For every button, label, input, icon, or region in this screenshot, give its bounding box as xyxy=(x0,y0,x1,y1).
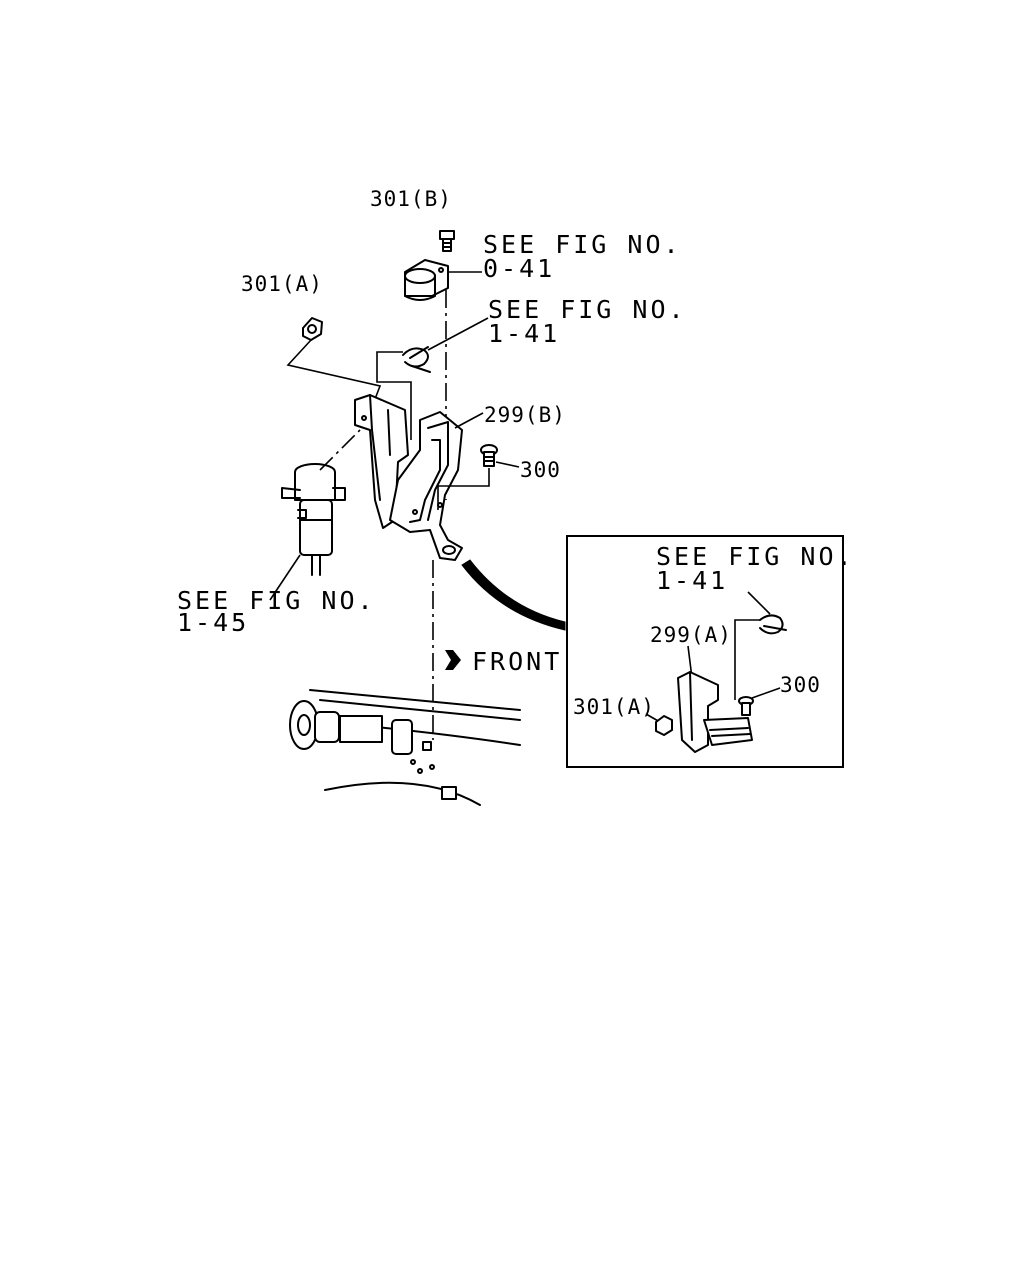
inset-leader-141 xyxy=(747,591,771,615)
front-label: FRONT xyxy=(472,647,562,676)
nut-301a xyxy=(302,317,323,341)
canister xyxy=(404,259,449,301)
ref-141-line1: SEE FIG NO. xyxy=(488,295,687,324)
leader-141 xyxy=(427,317,489,351)
label-301b: 301(B) xyxy=(370,187,452,211)
leader-299b xyxy=(454,412,484,429)
clip-lead xyxy=(376,351,412,440)
label-299b: 299(B) xyxy=(484,403,566,427)
ref-041-line2: 0-41 xyxy=(483,254,555,283)
label-301a: 301(A) xyxy=(241,272,323,296)
vehicle-frame xyxy=(289,689,521,806)
label-300: 300 xyxy=(520,458,561,482)
inset-ref-141-line2: 1-41 xyxy=(656,566,728,595)
bolt-301b xyxy=(439,230,455,252)
inset-leader-300 xyxy=(751,687,781,699)
inset-clip-lead xyxy=(734,619,760,700)
inset-label-299a: 299(A) xyxy=(650,623,732,647)
bracket-299b xyxy=(389,411,463,561)
detail-inset-frame xyxy=(566,535,844,768)
inset-bracket-299a xyxy=(677,671,753,753)
front-arrow-icon xyxy=(445,650,461,670)
bolt-lead xyxy=(437,468,490,510)
filter-centerline xyxy=(319,429,361,471)
inset-ref-141-line1: SEE FIG NO. xyxy=(656,542,855,571)
hose-clip xyxy=(402,346,431,373)
ref-041-line1: SEE FIG NO. xyxy=(483,230,682,259)
inset-label-300: 300 xyxy=(780,673,821,697)
inset-nut-301a xyxy=(655,715,673,736)
bolt-300 xyxy=(480,444,498,467)
ref-141-line2: 1-41 xyxy=(488,319,560,348)
leader-300 xyxy=(495,461,520,468)
ref-145-line1: SEE FIG NO. xyxy=(177,586,376,615)
leader-145 xyxy=(269,554,301,601)
inset-label-301a: 301(A) xyxy=(573,695,655,719)
ref-145-line2: 1-45 xyxy=(177,608,249,637)
callout-arrow xyxy=(461,559,566,631)
inset-hose-clip xyxy=(759,614,787,635)
fuel-filter xyxy=(281,463,346,576)
inset-bolt-300 xyxy=(738,696,754,716)
